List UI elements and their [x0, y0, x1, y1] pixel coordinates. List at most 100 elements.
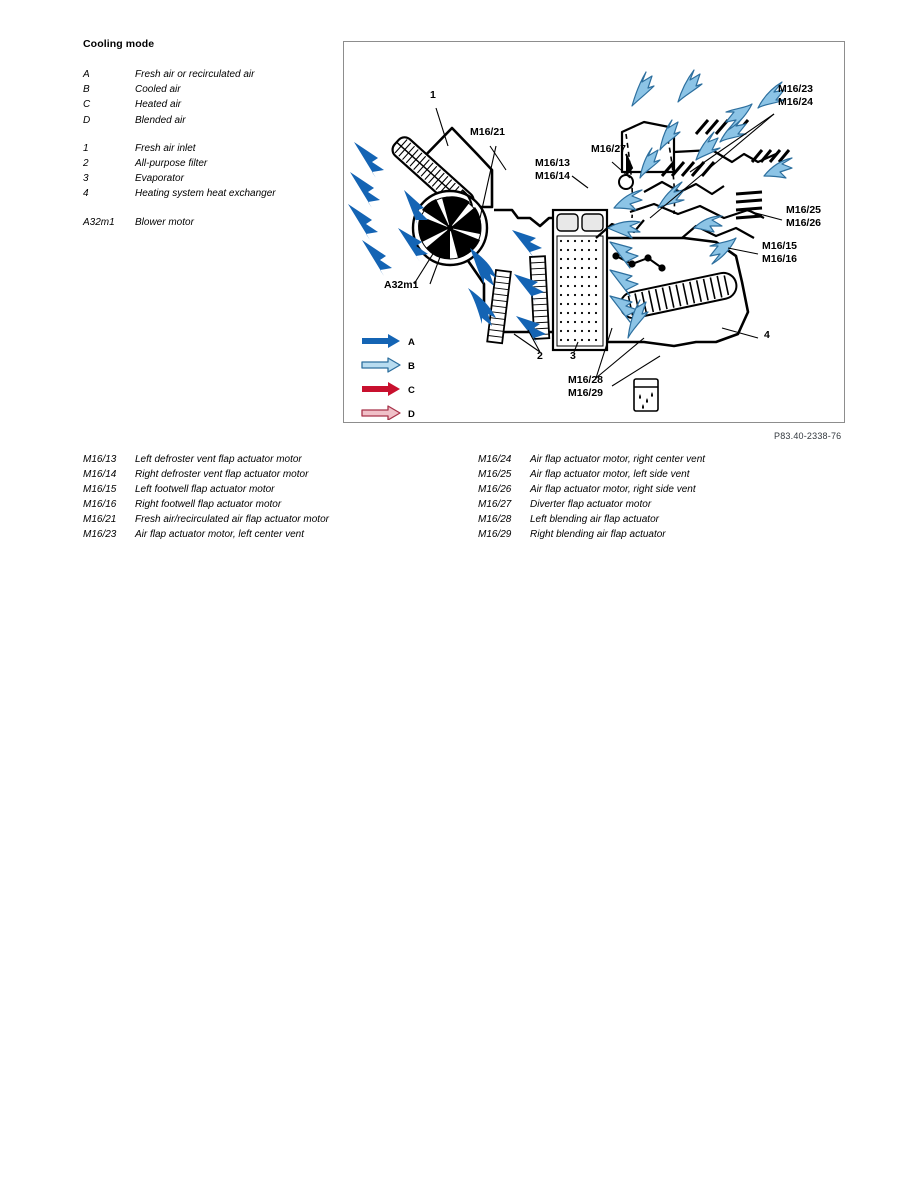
legend-key: 4 [83, 188, 89, 200]
figure-callout-labels: 1 M16/21 M16/13 M16/14 M16/27 M16/23 M16… [384, 83, 821, 399]
legend-label: Heating system heat exchanger [135, 188, 276, 200]
legend-row: 2 All-purpose filter [83, 156, 333, 171]
callout-m1616: M16/16 [762, 253, 797, 265]
callout-m1621: M16/21 [470, 126, 505, 138]
component-legend-group: 1 Fresh air inlet 2 All-purpose filter 3… [83, 141, 333, 202]
component-description: Left defroster vent flap actuator motor [135, 454, 302, 465]
table-row: M16/13 Left defroster vent flap actuator… [83, 453, 478, 468]
arrow-key-a: A [362, 334, 415, 348]
callout-m1613: M16/13 [535, 157, 570, 169]
legend-label: Blended air [135, 114, 186, 126]
callout-1: 1 [430, 89, 436, 101]
legend-row: D Blended air [83, 113, 333, 128]
table-row: M16/28 Left blending air flap actuator [478, 513, 873, 528]
callout-m1615: M16/15 [762, 240, 797, 252]
table-row: M16/25 Air flap actuator motor, left sid… [478, 468, 873, 483]
component-code: M16/27 [478, 498, 512, 510]
callout-m1623: M16/23 [778, 83, 813, 95]
table-row: M16/29 Right blending air flap actuator [478, 528, 873, 543]
legend-label: Heated air [135, 99, 182, 111]
component-code: M16/29 [478, 528, 512, 540]
table-row: M16/21 Fresh air/recirculated air flap a… [83, 513, 478, 528]
component-description: Fresh air/recirculated air flap actuator… [135, 513, 329, 525]
legend-row: A Fresh air or recirculated air [83, 67, 333, 82]
callout-m1614: M16/14 [535, 170, 570, 182]
arrow-key-label-b: B [408, 361, 415, 372]
component-description: Left footwell flap actuator motor [135, 483, 275, 495]
component-code: M16/26 [478, 483, 512, 495]
legend-row: C Heated air [83, 97, 333, 112]
legend-row: 3 Evaporator [83, 171, 333, 186]
component-description: Diverter flap actuator motor [530, 498, 652, 510]
legend-key: D [83, 114, 91, 126]
component-reference-table: M16/13 Left defroster vent flap actuator… [83, 453, 873, 542]
legend-label: Fresh air or recirculated air [135, 69, 255, 80]
table-row: M16/27 Diverter flap actuator motor [478, 498, 873, 513]
component-code: M16/13 [83, 454, 117, 465]
legend-key: B [83, 84, 90, 96]
arrow-key-d: D [361, 405, 415, 420]
hvac-airflow-diagram: 1 M16/21 M16/13 M16/14 M16/27 M16/23 M16… [343, 41, 845, 423]
airflow-legend-group: A Fresh air or recirculated air B Cooled… [83, 67, 333, 128]
callout-m1625: M16/25 [786, 204, 821, 216]
evaporator-core [551, 208, 609, 352]
legend-row: 1 Fresh air inlet [83, 141, 333, 156]
table-row: M16/14 Right defroster vent flap actuato… [83, 468, 478, 483]
component-code: M16/25 [478, 468, 512, 480]
legend-block: Cooling mode A Fresh air or recirculated… [83, 38, 333, 243]
component-code: M16/24 [478, 454, 512, 465]
component-table-right-column: M16/24 Air flap actuator motor, right ce… [478, 453, 873, 542]
component-code: M16/16 [83, 498, 117, 510]
blower-legend-group: A32m1 Blower motor [83, 215, 333, 230]
legend-label: Fresh air inlet [135, 142, 196, 154]
condensate-drain [633, 378, 659, 412]
component-description: Air flap actuator motor, right side vent [530, 483, 696, 495]
component-description: Air flap actuator motor, left center ven… [135, 528, 304, 540]
arrow-key-label-c: C [408, 385, 415, 396]
cooled-air-arrows [607, 69, 793, 339]
table-row: M16/24 Air flap actuator motor, right ce… [478, 453, 873, 468]
legend-label: Blower motor [135, 216, 194, 228]
callout-leader-lines [413, 107, 783, 387]
callout-m1629: M16/29 [568, 387, 603, 399]
figure-reference-number: P83.40-2338-76 [774, 431, 842, 441]
all-purpose-filter [486, 255, 551, 345]
legend-key: 3 [83, 173, 89, 185]
legend-label: All-purpose filter [135, 158, 208, 170]
component-code: M16/14 [83, 468, 117, 480]
component-description: Air flap actuator motor, left side vent [530, 468, 690, 480]
component-description: Air flap actuator motor, right center ve… [530, 454, 706, 465]
component-description: Left blending air flap actuator [530, 513, 659, 525]
legend-row: B Cooled air [83, 82, 333, 97]
legend-key: C [83, 99, 91, 111]
callout-m1627: M16/27 [591, 143, 626, 155]
legend-row: A32m1 Blower motor [83, 215, 333, 230]
callout-m1626: M16/26 [786, 217, 821, 229]
table-row: M16/16 Right footwell flap actuator moto… [83, 498, 478, 513]
component-code: M16/28 [478, 513, 512, 525]
legend-key: A [83, 69, 90, 80]
component-table-left-column: M16/13 Left defroster vent flap actuator… [83, 453, 478, 542]
legend-key: A32m1 [83, 216, 115, 228]
component-code: M16/15 [83, 483, 117, 495]
component-description: Right blending air flap actuator [530, 528, 666, 540]
arrow-key-label-a: A [408, 337, 415, 348]
diverter-flap-dashed-outline [625, 129, 676, 219]
callout-4: 4 [764, 329, 770, 341]
callout-2: 2 [537, 350, 543, 362]
arrow-key-b: B [361, 357, 415, 373]
airflow-color-key: A B C D [361, 334, 415, 420]
callout-m1628: M16/28 [568, 374, 603, 386]
callout-m1624: M16/24 [778, 96, 813, 108]
arrow-key-label-d: D [408, 409, 415, 420]
page-title: Cooling mode [83, 38, 155, 50]
callout-3: 3 [570, 350, 576, 362]
component-code: M16/23 [83, 528, 117, 540]
legend-row: 4 Heating system heat exchanger [83, 186, 333, 201]
component-description: Right footwell flap actuator motor [135, 498, 282, 510]
fresh-air-arrows [348, 142, 546, 344]
component-description: Right defroster vent flap actuator motor [135, 468, 309, 480]
table-row: M16/23 Air flap actuator motor, left cen… [83, 528, 478, 543]
legend-label: Evaporator [135, 173, 184, 185]
callout-a32m1: A32m1 [384, 279, 419, 291]
